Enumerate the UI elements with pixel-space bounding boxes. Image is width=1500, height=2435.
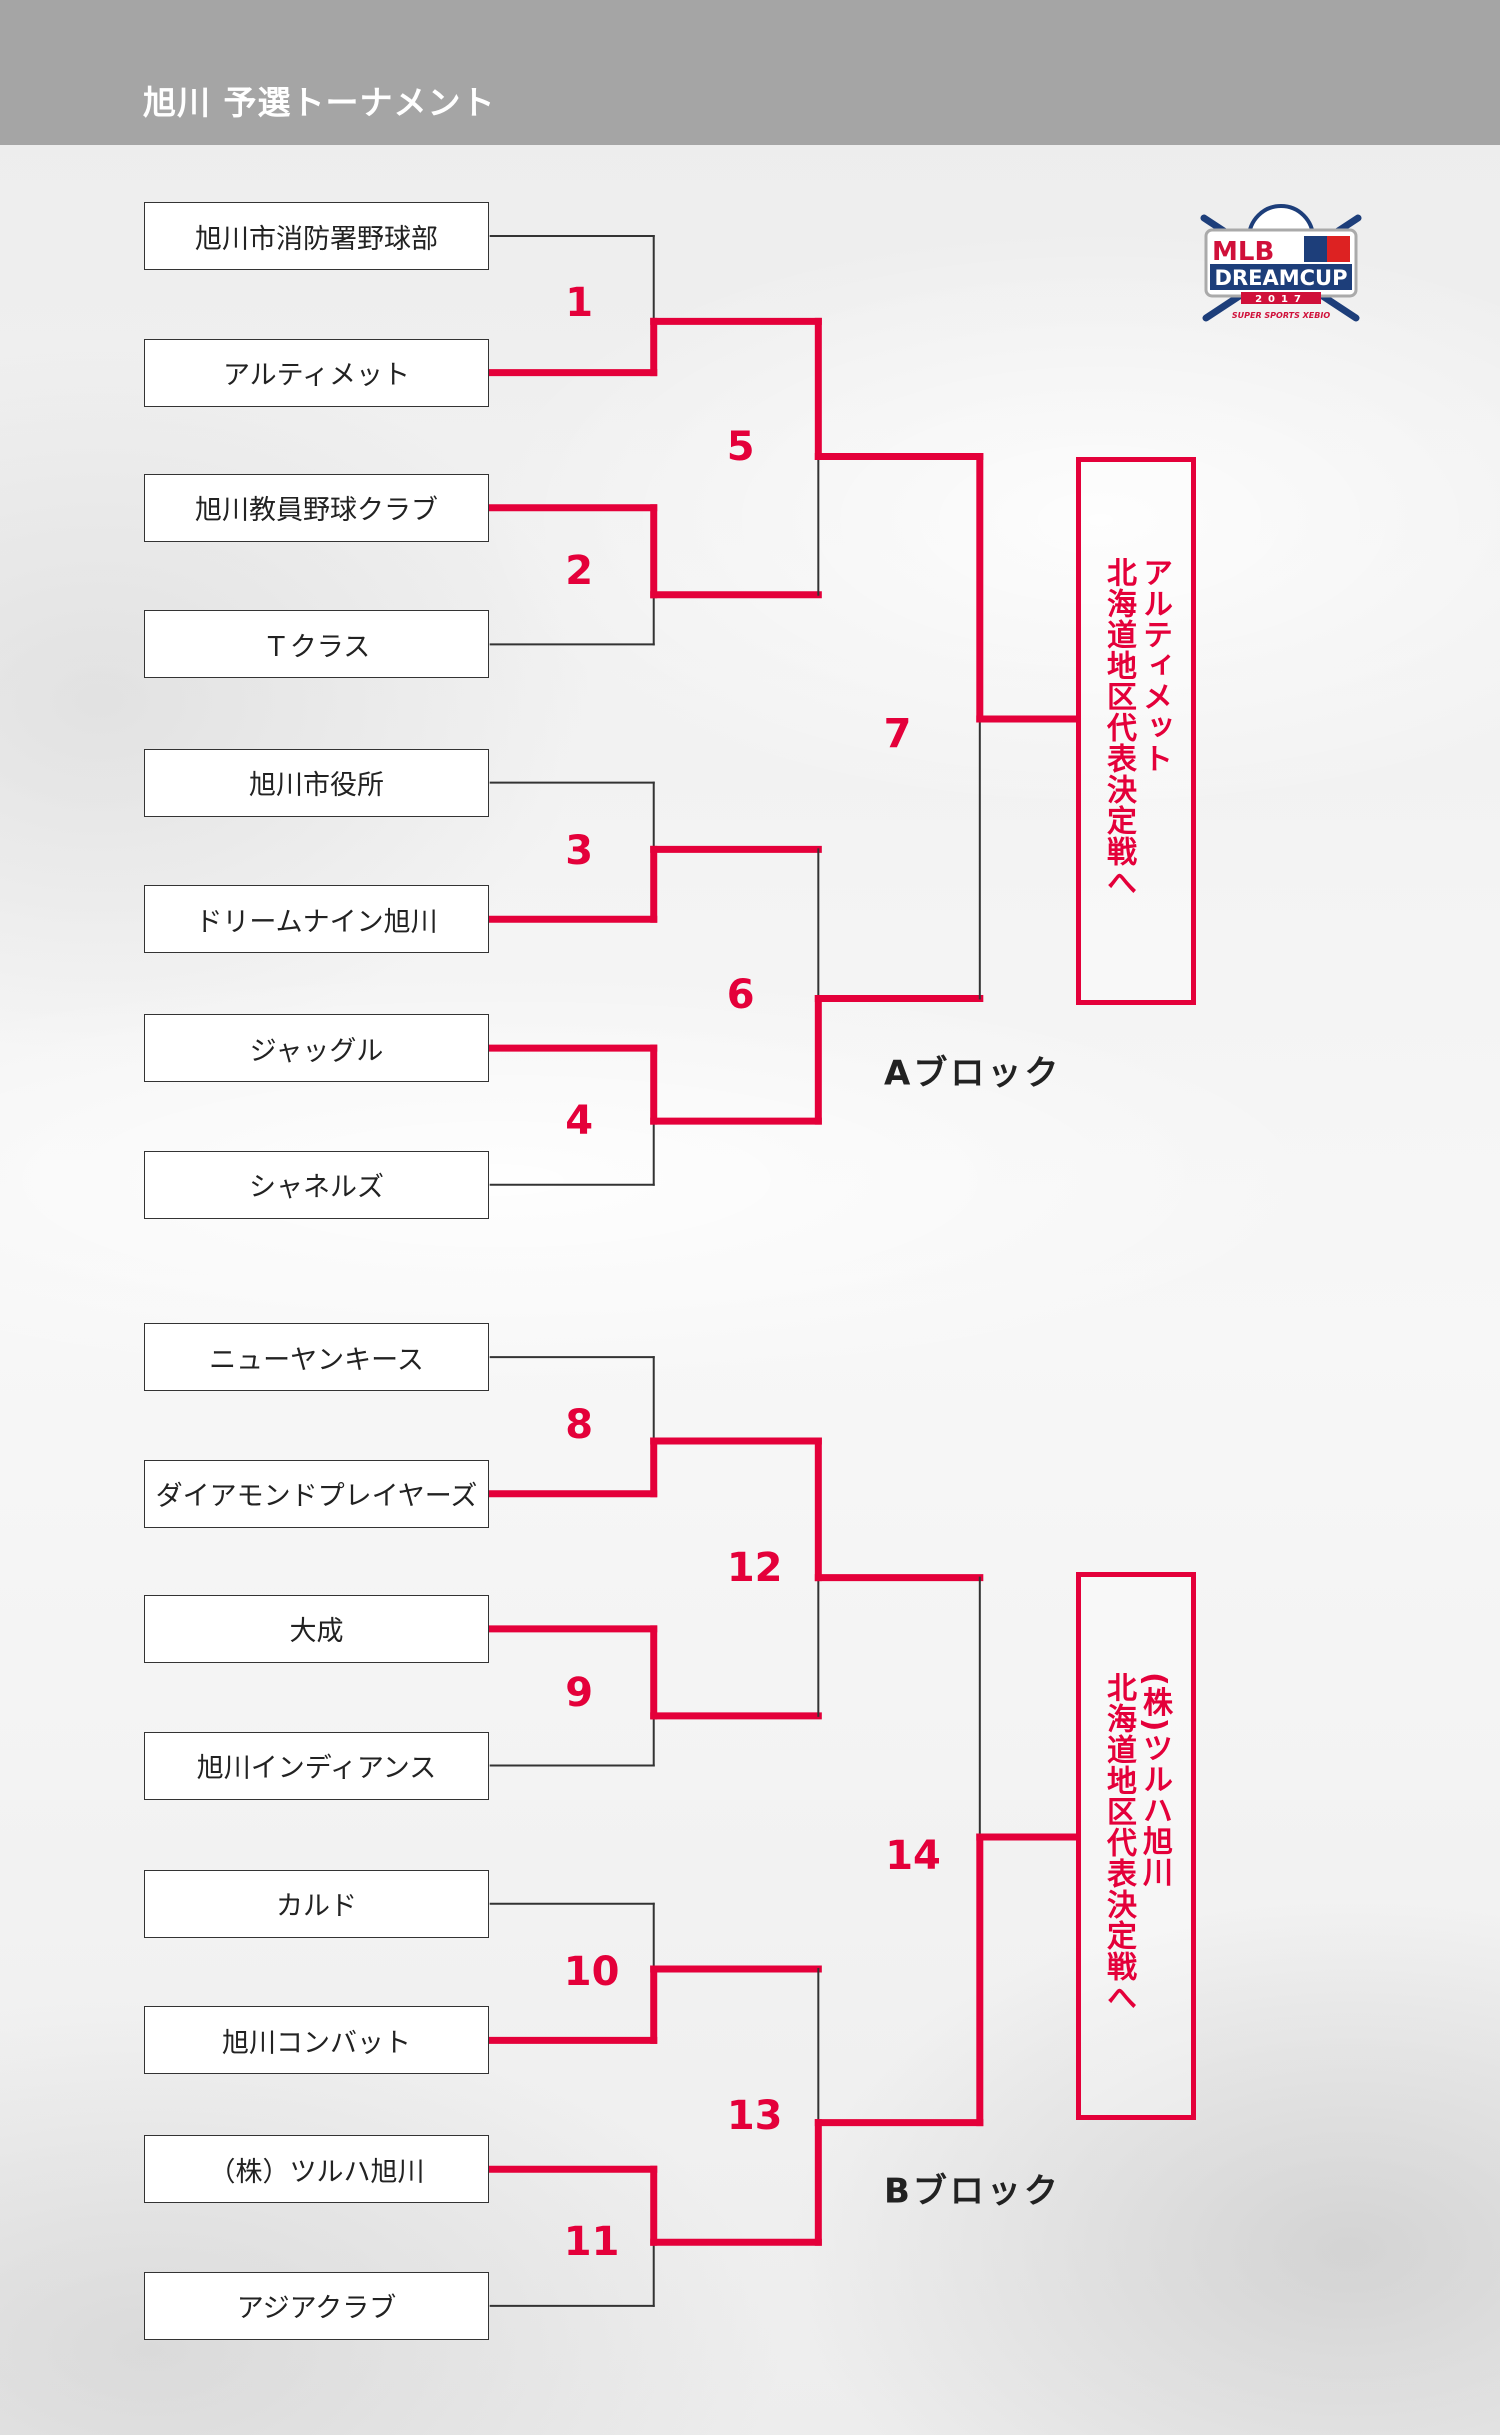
svg-text:MLB: MLB [1212,237,1274,267]
team-box: 旭川コンバット [144,2006,489,2075]
team-box: アジアクラブ [144,2271,489,2340]
match-number: 7 [883,711,912,758]
final-box-a: アルティメット北海道地区代表決定戦へ [1076,457,1196,1005]
team-box: ダイアモンドプレイヤーズ [144,1459,489,1528]
team-box: ドリームナイン旭川 [144,885,489,954]
team-box: カルド [144,1869,489,1938]
match-number: 10 [563,1949,620,1996]
team-box: （株）ツルハ旭川 [144,2135,489,2204]
match-number: 2 [565,548,594,595]
team-box: シャネルズ [144,1150,489,1219]
svg-text:2017: 2017 [1255,294,1307,305]
team-box: 大成 [144,1594,489,1663]
match-number: 12 [726,1545,783,1592]
mlb-dreamcup-logo: MLB DREAMCUP 2017 SUPER SPORTS XEBIO [1196,200,1366,332]
team-box: Ｔクラス [144,610,489,679]
block-label-b: Bブロック [884,2171,1061,2212]
match-number: 13 [726,2093,783,2140]
svg-text:SUPER SPORTS XEBIO: SUPER SPORTS XEBIO [1232,311,1330,320]
header-bar: 旭川 予選トーナメント [0,0,1500,145]
match-number: 1 [565,279,594,326]
svg-text:DREAMCUP: DREAMCUP [1215,266,1348,290]
champion-a: アルティメット [1137,557,1172,774]
match-number: 14 [885,1832,941,1879]
block-label-a: Aブロック [884,1053,1062,1094]
match-number: 11 [563,2219,620,2266]
match-number: 9 [565,1669,594,1716]
match-number: 4 [565,1098,594,1145]
team-box: 旭川市消防署野球部 [144,202,489,271]
destination-b: 北海道地区代表決定戦へ [1101,1672,1136,2013]
match-number: 3 [565,827,594,874]
match-number: 8 [565,1402,594,1449]
match-number: 6 [726,972,755,1019]
destination-a: 北海道地区代表決定戦へ [1101,557,1136,898]
team-box: アルティメット [144,338,489,407]
team-box: ジャッグル [144,1014,489,1083]
team-box: ニューヤンキース [144,1323,489,1392]
team-box: 旭川教員野球クラブ [144,473,489,542]
champion-b: (株)ツルハ旭川 [1137,1672,1172,1888]
team-box: 旭川市役所 [144,748,489,817]
team-box: 旭川インディアンス [144,1731,489,1800]
final-box-b: (株)ツルハ旭川北海道地区代表決定戦へ [1076,1572,1196,2120]
page-title: 旭川 予選トーナメント [143,83,496,122]
match-number: 5 [726,424,755,471]
